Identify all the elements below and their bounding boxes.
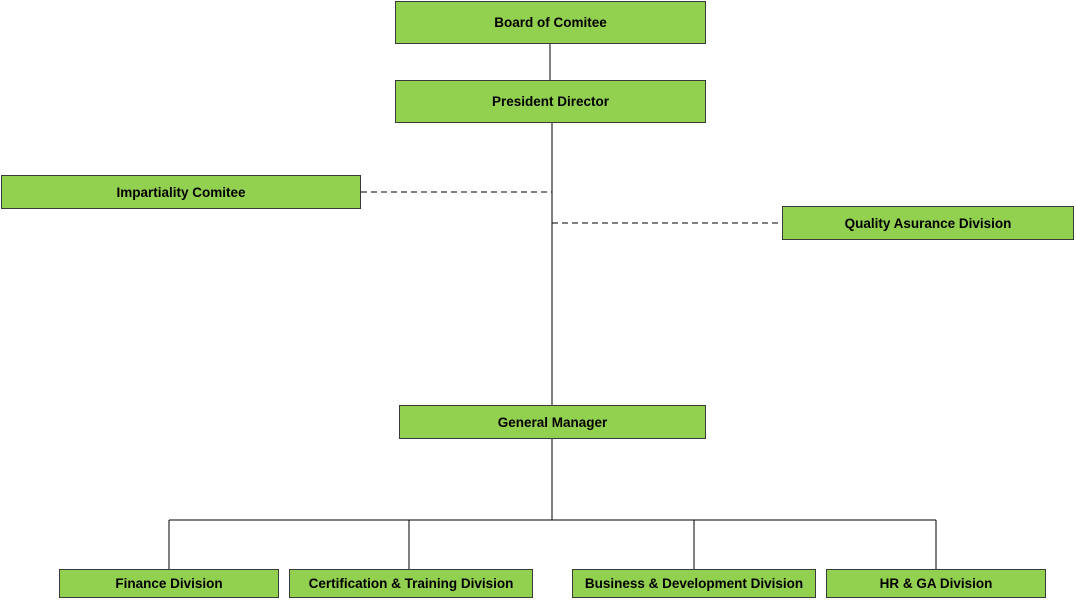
node-impartiality-comitee: Impartiality Comitee <box>1 175 361 209</box>
node-certification-training-division: Certification & Training Division <box>289 569 533 598</box>
node-board-of-comitee: Board of Comitee <box>395 1 706 44</box>
node-finance-division: Finance Division <box>59 569 279 598</box>
node-hr-ga-division: HR & GA Division <box>826 569 1046 598</box>
node-president-director: President Director <box>395 80 706 123</box>
node-quality-assurance-division: Quality Asurance Division <box>782 206 1074 240</box>
node-general-manager: General Manager <box>399 405 706 439</box>
node-business-development-division: Business & Development Division <box>572 569 816 598</box>
